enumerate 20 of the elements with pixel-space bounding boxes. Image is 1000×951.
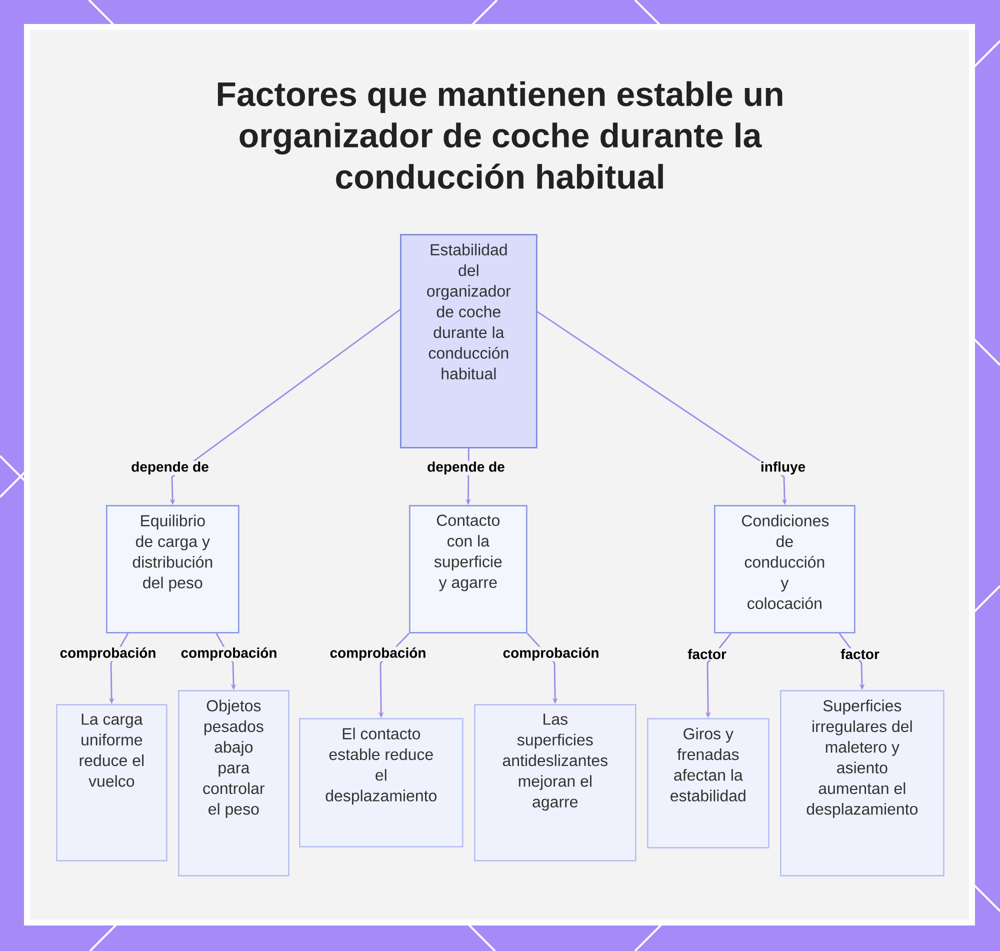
detail-box: El contacto estable reduce el desplazamiento	[299, 718, 464, 848]
edge-label: comprobación	[501, 646, 601, 662]
detail-box: Superficies irregulares del maletero y asiento aumentan el desplazamiento	[780, 690, 944, 876]
edge-label: depende de	[426, 460, 506, 476]
edge-label: influye	[759, 460, 807, 476]
topic-box: Estabilidad del organizador de coche durante la conducción habitual	[400, 234, 538, 448]
edge-label: factor	[686, 648, 728, 660]
edge-label: depende de	[130, 460, 210, 476]
edge-label: comprobación	[58, 646, 158, 662]
edge-label: comprobación	[328, 646, 428, 662]
detail-box: Las superficies antideslizantes mejoran el agarre	[474, 704, 636, 862]
detail-box: Giros y frenadas afectan la estabilidad	[647, 718, 770, 848]
factor-box: Contacto con la superficie y agarre	[409, 505, 528, 634]
edge-label: comprobación	[179, 646, 279, 662]
factor-box: Equilibrio de carga y distribución del peso	[106, 505, 240, 634]
title: Factores que mantienen estable un organizador de coche durante la conducción habitual	[218, 81, 782, 189]
edge-label: factor	[839, 648, 881, 660]
factor-box: Condiciones de conducción y colocación	[714, 505, 856, 634]
detail-box: La carga uniforme reduce el vuelco	[56, 704, 168, 862]
detail-box: Objetos pesados abajo para controlar el peso	[178, 690, 290, 876]
